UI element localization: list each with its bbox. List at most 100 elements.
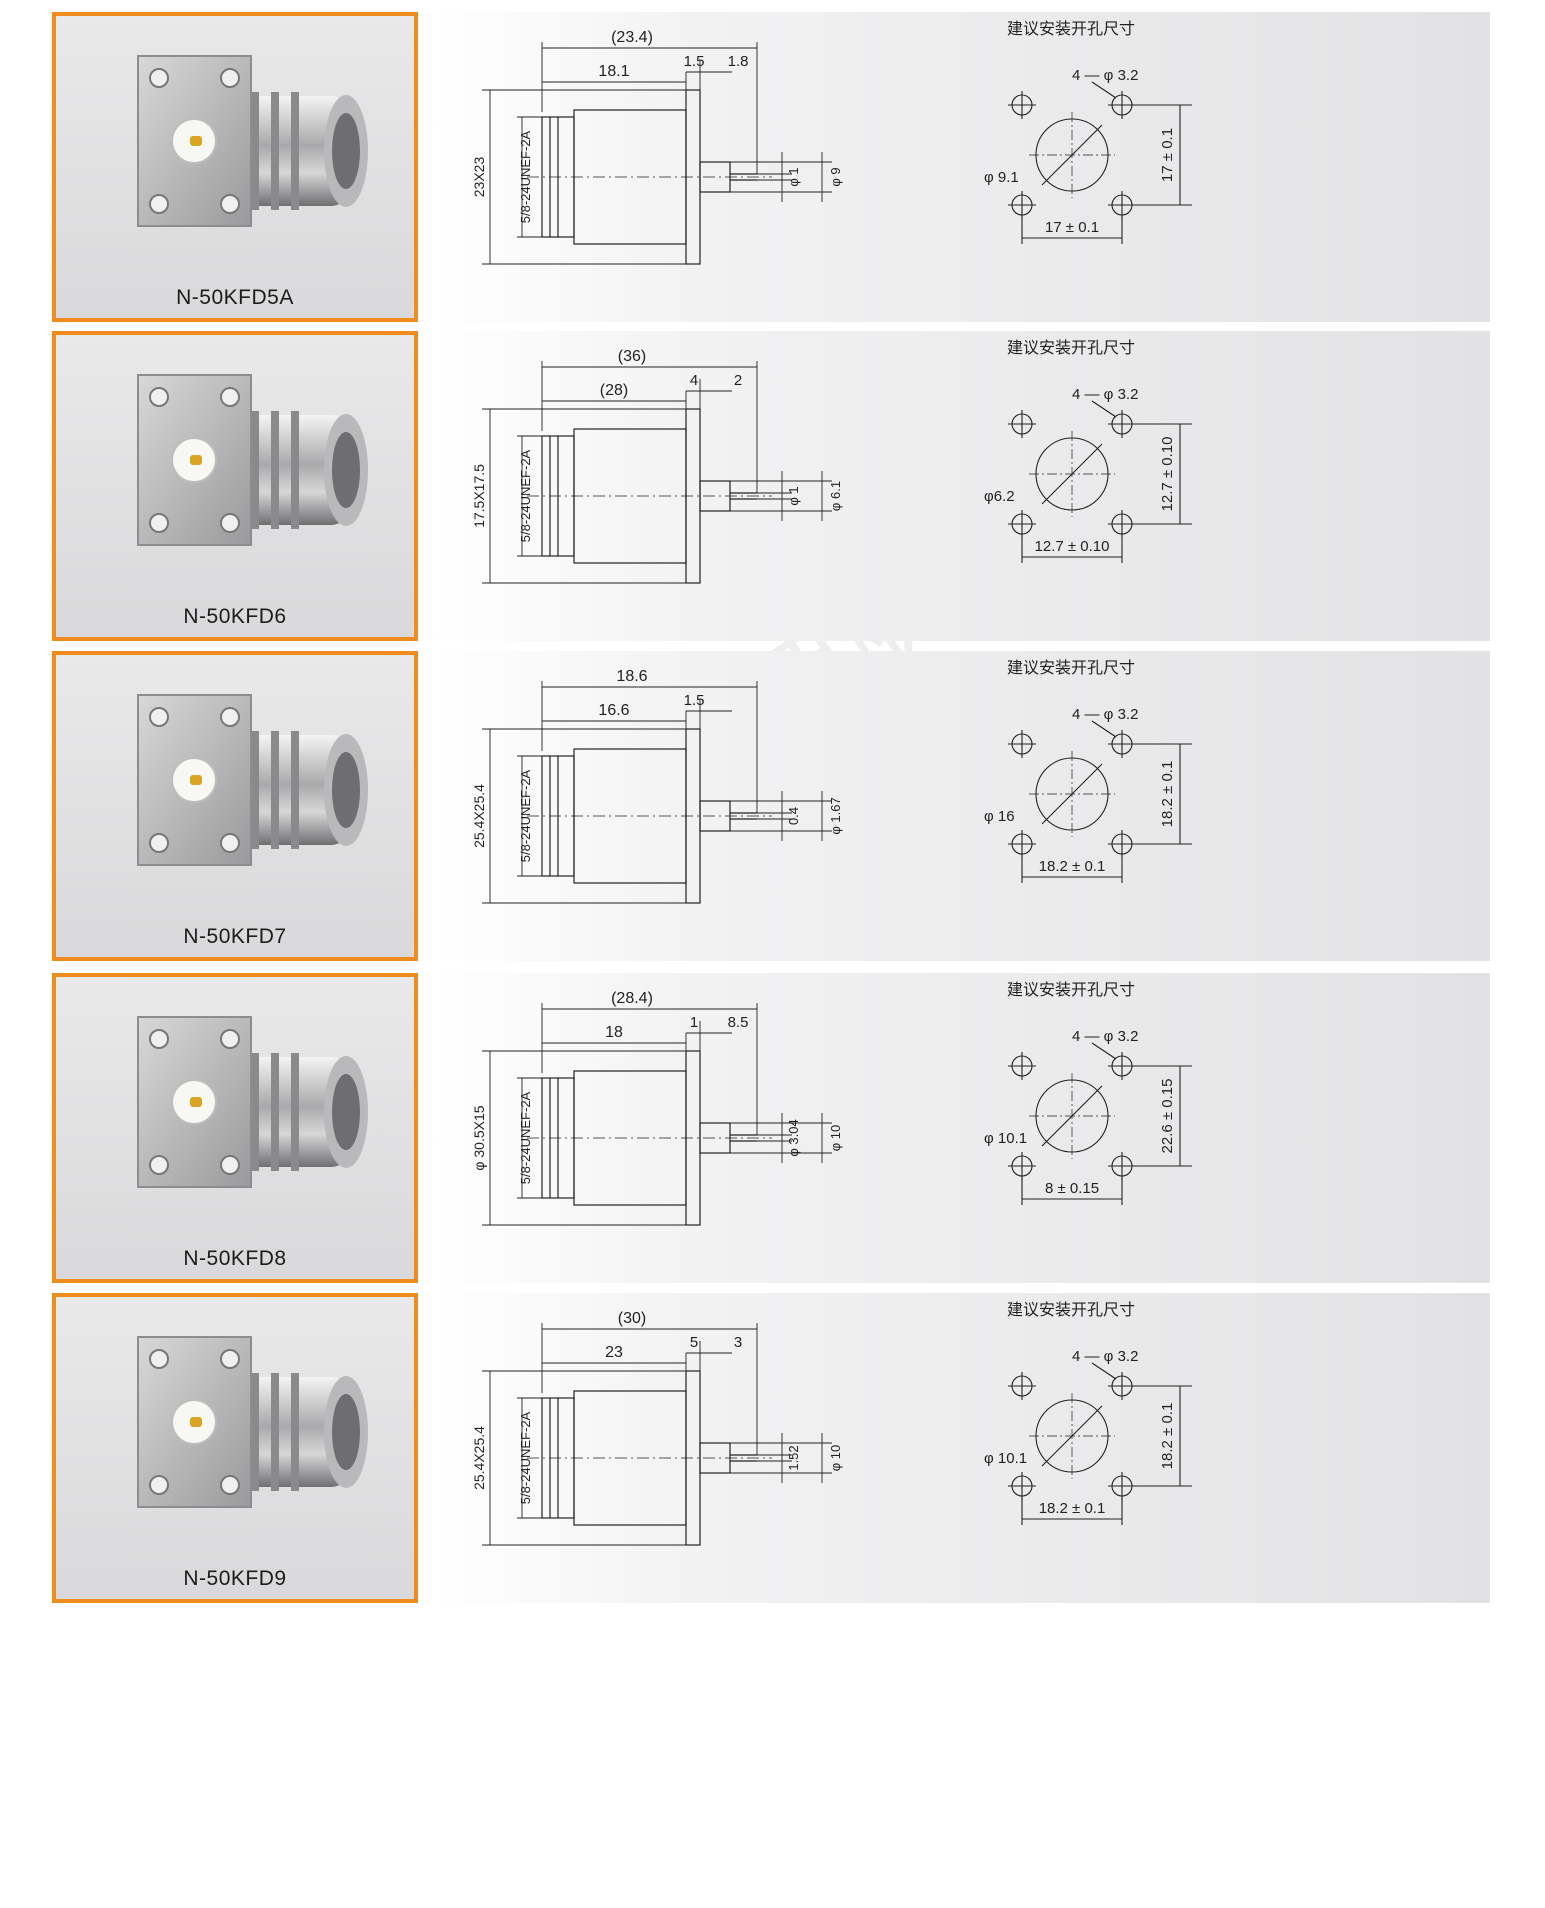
dim-pin: 1.52: [786, 1445, 801, 1470]
technical-drawing: (28.4) 18 1 8.5 φ 30.5X15 5/8-24UNEF-2A …: [471, 981, 1192, 1226]
connector-body-shape: [231, 411, 368, 529]
connector-photo: [137, 55, 368, 227]
product-photo-frame: N-50KFD5A: [52, 12, 418, 322]
connector-photo: [137, 1336, 368, 1508]
dim-body-length: 23: [605, 1344, 623, 1361]
flange-plate-shape: [137, 1016, 252, 1188]
connector-body-shape: [231, 1053, 368, 1171]
dim-body-length: 18.1: [598, 63, 629, 80]
flange-plate-shape: [137, 55, 252, 227]
technical-drawing: (30) 23 5 3 25.4X25.4 5/8-24UNEF-2A 1.52…: [471, 1301, 1192, 1546]
dim-pin-outer: φ 9: [828, 167, 843, 186]
center-hole-diameter: φ 16: [984, 808, 1015, 825]
hole-title: 建议安装开孔尺寸: [1007, 659, 1135, 677]
drawing-panel: (30) 23 5 3 25.4X25.4 5/8-24UNEF-2A 1.52…: [432, 1293, 1490, 1603]
product-row-1: N-50KFD5A: [0, 12, 1545, 330]
connector-side-view: [527, 728, 772, 904]
center-hole-diameter: φ 10.1: [984, 1450, 1027, 1467]
dim-overall-length: 18.6: [616, 668, 647, 685]
center-hole-diameter: φ 9.1: [984, 169, 1019, 186]
flange-plate-shape: [137, 694, 252, 866]
hole-spacing-horizontal: 18.2 ± 0.1: [1039, 1500, 1106, 1517]
connector-photo: [137, 374, 368, 546]
center-hole-diameter: φ6.2: [984, 488, 1015, 505]
connector-photo: [137, 694, 368, 866]
product-photo-frame: N-50KFD8: [52, 973, 418, 1283]
hole-spacing-horizontal: 12.7 ± 0.10: [1035, 538, 1110, 555]
dim-overall-length: (30): [618, 1310, 646, 1327]
hole-spacing-vertical: 22.6 ± 0.15: [1159, 1079, 1176, 1154]
connector-body-shape: [231, 92, 368, 210]
hole-pattern: [1008, 1042, 1192, 1205]
drawing-panel: 18.6 16.6 1.5 25.4X25.4 5/8-24UNEF-2A 0.…: [432, 651, 1490, 961]
dim-flange: 25.4X25.4: [471, 1426, 487, 1490]
model-label: N-50KFD9: [183, 1567, 287, 1590]
hole-pattern: [1008, 400, 1192, 563]
dimension-lines: [482, 361, 832, 584]
center-hole-diameter: φ 10.1: [984, 1130, 1027, 1147]
product-photo-frame: N-50KFD9: [52, 1293, 418, 1603]
hole-pattern: [1008, 1362, 1192, 1525]
dim-a: 5: [690, 1334, 698, 1351]
flange-plate-shape: [137, 1336, 252, 1508]
model-label: N-50KFD7: [183, 925, 287, 948]
dim-pin: 0.4: [786, 807, 801, 825]
dim-a: 4: [690, 372, 698, 389]
thread-spec: 5/8-24UNEF-2A: [518, 449, 533, 542]
dimension-lines: [482, 1003, 832, 1226]
technical-drawing: (36) (28) 4 2 17.5X17.5 5/8-24UNEF-2A φ …: [471, 339, 1192, 584]
hole-spacing-horizontal: 8 ± 0.15: [1045, 1180, 1099, 1197]
dim-pin: φ 1: [786, 486, 801, 505]
product-row-5: N-50KFD9: [0, 1293, 1545, 1611]
technical-drawing: (23.4) 18.1 1.5 1.8 23X23 5/8-24UNEF-2A …: [471, 20, 1192, 265]
dim-pin: φ 3.04: [786, 1119, 801, 1156]
thread-spec: 5/8-24UNEF-2A: [518, 1411, 533, 1504]
dim-b: 1.8: [728, 53, 749, 70]
dim-flange: 17.5X17.5: [471, 464, 487, 528]
hole-spacing-horizontal: 18.2 ± 0.1: [1039, 858, 1106, 875]
dim-pin-outer: φ 6.1: [828, 481, 843, 511]
thread-spec: 5/8-24UNEF-2A: [518, 769, 533, 862]
product-photo-frame: N-50KFD6: [52, 331, 418, 641]
dim-body-length: (28): [600, 382, 628, 399]
dim-pin-outer: φ 10: [828, 1445, 843, 1472]
hole-spacing-vertical: 12.7 ± 0.10: [1159, 437, 1176, 512]
dim-a: 1: [690, 1014, 698, 1031]
dim-body-length: 18: [605, 1024, 623, 1041]
dim-b: 2: [734, 372, 742, 389]
hole-spacing-horizontal: 17 ± 0.1: [1045, 219, 1099, 236]
hole-title: 建议安装开孔尺寸: [1007, 339, 1135, 357]
dim-flange: 23X23: [471, 157, 487, 198]
product-row-2: N-50KFD6: [0, 331, 1545, 649]
dim-flange: 25.4X25.4: [471, 784, 487, 848]
hole-spacing-vertical: 17 ± 0.1: [1159, 128, 1176, 182]
model-label: N-50KFD6: [183, 605, 287, 628]
model-label: N-50KFD8: [183, 1247, 287, 1270]
holes-spec: 4 — φ 3.2: [1072, 67, 1138, 84]
thread-spec: 5/8-24UNEF-2A: [518, 1091, 533, 1184]
hole-title: 建议安装开孔尺寸: [1007, 1301, 1135, 1319]
connector-body-shape: [231, 1373, 368, 1491]
hole-spacing-vertical: 18.2 ± 0.1: [1159, 761, 1176, 828]
product-row-3: N-50KFD7: [0, 651, 1545, 969]
dim-pin-outer: φ 1.67: [828, 797, 843, 834]
dimension-lines: [482, 42, 832, 265]
dim-a: 1.5: [684, 53, 705, 70]
flange-plate-shape: [137, 374, 252, 546]
dimension-lines: [482, 1323, 832, 1546]
product-photo-frame: N-50KFD7: [52, 651, 418, 961]
hole-title: 建议安装开孔尺寸: [1007, 20, 1135, 38]
hole-pattern: [1008, 81, 1192, 244]
dim-b: 8.5: [728, 1014, 749, 1031]
dim-overall-length: (23.4): [611, 29, 653, 46]
thread-spec: 5/8-24UNEF-2A: [518, 130, 533, 223]
connector-side-view: [527, 1370, 772, 1546]
technical-drawing: 18.6 16.6 1.5 25.4X25.4 5/8-24UNEF-2A 0.…: [471, 659, 1192, 904]
connector-side-view: [527, 408, 772, 584]
dim-body-length: 16.6: [598, 702, 629, 719]
connector-body-shape: [231, 731, 368, 849]
holes-spec: 4 — φ 3.2: [1072, 1348, 1138, 1365]
dim-pin-outer: φ 10: [828, 1125, 843, 1152]
hole-pattern: [1008, 720, 1192, 883]
dimension-lines: [482, 681, 832, 904]
